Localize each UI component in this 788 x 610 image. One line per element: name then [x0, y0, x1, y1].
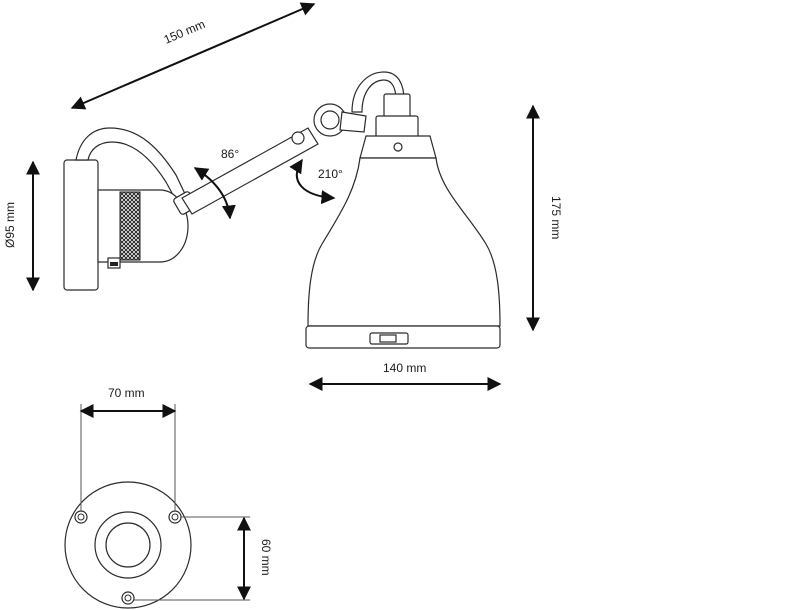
lamp-holder-top [383, 93, 411, 119]
hole-spacing-label: 60 mm [259, 539, 273, 576]
knurled-ring [119, 191, 141, 261]
mounting-hole-bottom-inner [124, 594, 132, 602]
shade-height-label: 175 mm [549, 196, 563, 239]
yoke-bracket [339, 111, 367, 133]
arm-rotation-arrow [193, 167, 236, 220]
switch-toggle [110, 262, 118, 266]
wall-plate-center-hole [105, 522, 151, 568]
lamp-holder [375, 115, 419, 139]
arm-rotation-label: 86° [221, 147, 239, 161]
arm-pivot [291, 131, 305, 145]
mounting-hole-left-inner [77, 513, 85, 521]
mounting-hole-right-inner [171, 513, 179, 521]
arm-length-dimension-line [70, 2, 316, 110]
base-width-label: 70 mm [108, 386, 145, 400]
lamp-shade [307, 157, 501, 327]
lamp-side-view [63, 71, 501, 349]
rim-clip-inner [379, 334, 397, 343]
arm-length-label: 150 mm [162, 17, 207, 47]
base-diameter-label: Ø95 mm [3, 202, 17, 248]
shade-rotation-label: 210° [318, 167, 343, 181]
knuckle-screw [320, 110, 340, 130]
shade-rotation-arrow [289, 158, 336, 205]
collar-screw [393, 142, 403, 152]
mounting-hole-left [74, 510, 88, 524]
wall-plate-side [63, 159, 99, 291]
mounting-hole-bottom [121, 591, 135, 605]
shade-width-label: 140 mm [383, 361, 426, 375]
mounting-hole-right [168, 510, 182, 524]
wall-plate-front-view [64, 481, 192, 609]
